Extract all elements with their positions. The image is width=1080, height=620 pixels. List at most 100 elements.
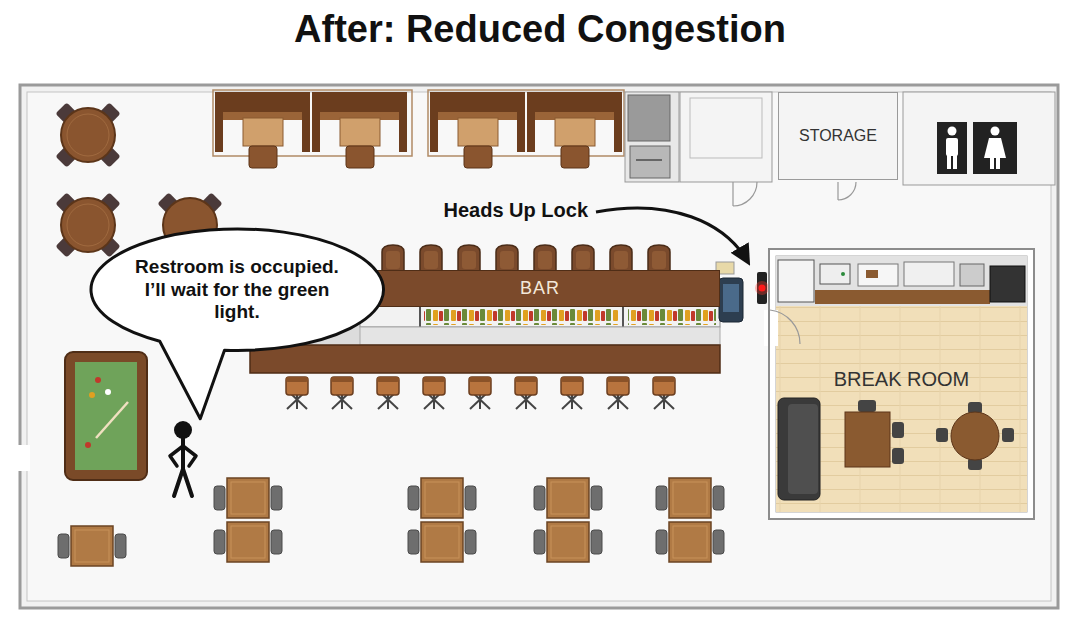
node-text: STORAGE bbox=[799, 127, 877, 145]
break-room-illustration bbox=[858, 264, 898, 286]
bar-illustration bbox=[561, 377, 583, 409]
booths bbox=[527, 92, 535, 152]
booths bbox=[340, 118, 380, 146]
bar-illustration bbox=[423, 377, 445, 409]
dining-tables bbox=[408, 522, 476, 562]
booths bbox=[243, 118, 283, 146]
break-room-illustration bbox=[776, 256, 1027, 306]
break-room-illustration bbox=[820, 264, 850, 284]
break-room: BREAK ROOM bbox=[768, 248, 1035, 520]
break-room-illustration bbox=[904, 262, 954, 286]
break-room-illustration bbox=[892, 422, 904, 438]
booths bbox=[302, 92, 310, 152]
break-room-illustration bbox=[776, 306, 1027, 512]
round-table bbox=[61, 108, 115, 162]
booths bbox=[399, 92, 407, 152]
dining-tables bbox=[656, 522, 724, 562]
booths bbox=[517, 92, 525, 152]
stick-figure bbox=[181, 438, 185, 470]
pos-terminal bbox=[723, 284, 739, 312]
break-room-illustration bbox=[815, 290, 990, 304]
node-text: BREAK ROOM bbox=[834, 368, 970, 391]
booths bbox=[614, 92, 622, 152]
booths bbox=[215, 92, 223, 152]
back-rooms bbox=[625, 92, 679, 182]
title: After: Reduced Congestion bbox=[0, 8, 1080, 51]
back-rooms bbox=[636, 159, 662, 161]
pool-table bbox=[65, 352, 147, 480]
heads-up-lock bbox=[755, 272, 769, 304]
break-room-illustration bbox=[788, 404, 818, 494]
dining-tables bbox=[58, 526, 126, 566]
pos-terminal bbox=[716, 262, 743, 322]
restroom bbox=[948, 127, 957, 136]
dining-tables bbox=[214, 522, 282, 562]
booths bbox=[458, 118, 498, 146]
round-table bbox=[67, 114, 109, 156]
back-rooms bbox=[838, 182, 856, 200]
leader-arrow bbox=[596, 208, 748, 262]
node-text: Restroom is occupied. I’ll wait for the … bbox=[125, 256, 350, 324]
pos-terminal bbox=[719, 278, 743, 322]
dining-tables bbox=[534, 478, 602, 518]
bar-illustration bbox=[419, 305, 421, 327]
bar-illustration bbox=[424, 307, 618, 325]
pool-table bbox=[85, 442, 91, 448]
dining-tables bbox=[656, 478, 724, 518]
restroom bbox=[903, 92, 1055, 185]
bar-illustration bbox=[653, 377, 675, 409]
break-room-illustration bbox=[768, 248, 1035, 520]
node-text: BAR bbox=[520, 278, 560, 299]
break-room-illustration bbox=[1002, 428, 1014, 442]
dining-tables bbox=[58, 478, 724, 566]
round-table bbox=[67, 204, 109, 246]
pool-table bbox=[89, 392, 95, 398]
booths bbox=[527, 92, 622, 112]
booths bbox=[213, 90, 624, 168]
booths bbox=[555, 118, 595, 146]
bar-illustration bbox=[515, 377, 537, 409]
bar-illustration bbox=[360, 305, 720, 327]
dining-tables bbox=[214, 478, 282, 518]
break-room-illustration bbox=[960, 264, 984, 286]
restroom bbox=[984, 138, 1006, 158]
bubble-outline bbox=[91, 229, 384, 419]
bar-illustration bbox=[331, 377, 353, 409]
booths bbox=[312, 92, 320, 152]
bar-illustration bbox=[377, 377, 399, 409]
break-room-illustration bbox=[841, 272, 845, 276]
back-rooms bbox=[733, 182, 757, 206]
break-room-illustration bbox=[866, 270, 878, 278]
restroom bbox=[973, 122, 1017, 174]
storage-room: STORAGE bbox=[778, 92, 898, 180]
round-table bbox=[61, 198, 115, 252]
restroom bbox=[903, 92, 1055, 185]
stick-figure bbox=[170, 446, 183, 466]
break-room-illustration bbox=[778, 260, 814, 302]
restroom bbox=[947, 155, 951, 169]
heads-up-lock bbox=[757, 272, 767, 304]
pool-table bbox=[96, 402, 128, 438]
dining-tables bbox=[408, 478, 476, 518]
booths bbox=[312, 92, 407, 112]
restroom bbox=[990, 157, 994, 169]
booths bbox=[561, 146, 589, 168]
break-room-illustration bbox=[764, 248, 1035, 520]
break-room-illustration bbox=[770, 310, 800, 344]
back-rooms bbox=[690, 98, 762, 158]
bar-illustration bbox=[286, 377, 308, 409]
back-rooms bbox=[630, 146, 670, 178]
break-room-illustration bbox=[936, 428, 948, 442]
booths bbox=[464, 146, 492, 168]
break-room-illustration bbox=[764, 310, 778, 346]
booths bbox=[346, 146, 374, 168]
bar-illustration bbox=[628, 307, 716, 325]
building bbox=[20, 85, 1058, 608]
bar-counter: BAR bbox=[360, 270, 720, 307]
booths bbox=[428, 90, 624, 156]
break-room-illustration bbox=[845, 412, 890, 467]
heads-up-lock bbox=[759, 285, 766, 292]
pool-table bbox=[105, 389, 111, 395]
pool-table bbox=[75, 362, 137, 470]
building bbox=[16, 445, 30, 471]
